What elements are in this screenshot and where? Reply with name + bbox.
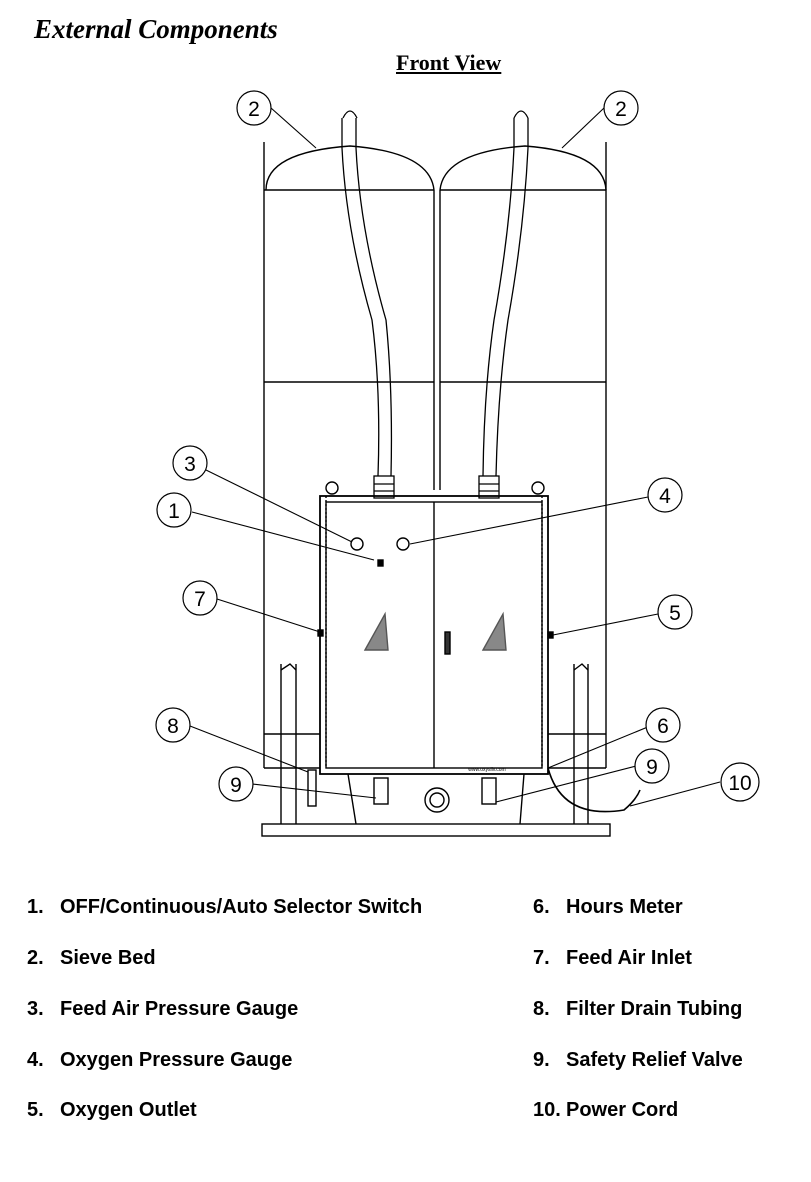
frame-base	[261, 663, 611, 837]
svg-text:5: 5	[669, 602, 681, 625]
feed-air-inlet	[317, 629, 324, 637]
callouts: 2 2 3 1 4 7 5 6 8 9 9 10	[155, 90, 760, 802]
oxygen-pressure-gauge	[396, 537, 410, 551]
svg-text:4: 4	[659, 485, 671, 508]
callout-9-left: 9	[218, 766, 254, 802]
svg-text:1: 1	[168, 500, 180, 523]
page-heading: External Components	[34, 14, 278, 44]
website-label: www.oxysilv.com	[468, 767, 505, 773]
right-safety-relief-valve	[481, 777, 497, 805]
legend-item-9: 9.Safety Relief Valve	[533, 1049, 743, 1071]
left-safety-relief-valve	[373, 777, 389, 805]
svg-text:7: 7	[194, 588, 206, 611]
front-view-diagram: www.oxysilv.com 2 2 3 1 4 7 5 6	[155, 90, 760, 837]
callout-7: 7	[182, 580, 218, 616]
svg-text:2: 2	[248, 98, 260, 121]
svg-text:3: 3	[184, 453, 196, 476]
control-cabinet	[319, 481, 549, 775]
callout-8: 8	[155, 707, 191, 743]
left-hose	[341, 110, 395, 499]
feed-air-pressure-gauge	[350, 537, 364, 551]
diagram-title: Front View	[396, 50, 502, 75]
right-door-logo	[481, 611, 507, 651]
legend-item-3: 3.Feed Air Pressure Gauge	[27, 998, 299, 1020]
callout-9-right: 9	[634, 748, 670, 784]
svg-text:9: 9	[230, 774, 242, 797]
svg-text:10: 10	[728, 772, 751, 795]
oxygen-outlet	[547, 631, 554, 639]
legend-item-8: 8.Filter Drain Tubing	[533, 998, 743, 1020]
svg-text:6: 6	[657, 715, 669, 738]
callout-2-right: 2	[603, 90, 639, 126]
legend-item-10: 10.Power Cord	[533, 1099, 679, 1121]
svg-text:2: 2	[615, 98, 627, 121]
power-cord	[547, 767, 641, 813]
legend-item-5: 5.Oxygen Outlet	[27, 1099, 197, 1121]
callout-3: 3	[172, 445, 208, 481]
legend-item-7: 7.Feed Air Inlet	[533, 947, 692, 969]
door-handle	[444, 631, 451, 655]
callout-2-left: 2	[236, 90, 272, 126]
selector-switch	[377, 559, 384, 567]
callout-4: 4	[647, 477, 683, 513]
legend-item-4: 4.Oxygen Pressure Gauge	[27, 1049, 293, 1071]
callout-5: 5	[657, 594, 693, 630]
legend-item-6: 6.Hours Meter	[533, 896, 683, 918]
svg-text:9: 9	[646, 756, 658, 779]
legend-item-1: 1.OFF/Continuous/Auto Selector Switch	[27, 896, 423, 918]
leader-lines	[189, 107, 721, 807]
callout-10: 10	[720, 762, 760, 802]
left-door-logo	[363, 611, 389, 651]
callout-6: 6	[645, 707, 681, 743]
legend-item-2: 2.Sieve Bed	[27, 947, 156, 969]
drain-port	[424, 787, 450, 813]
callout-1: 1	[156, 492, 192, 528]
svg-text:8: 8	[167, 715, 179, 738]
right-sieve-bed	[439, 142, 607, 769]
left-sieve-bed	[263, 142, 435, 769]
right-hose	[478, 110, 529, 499]
